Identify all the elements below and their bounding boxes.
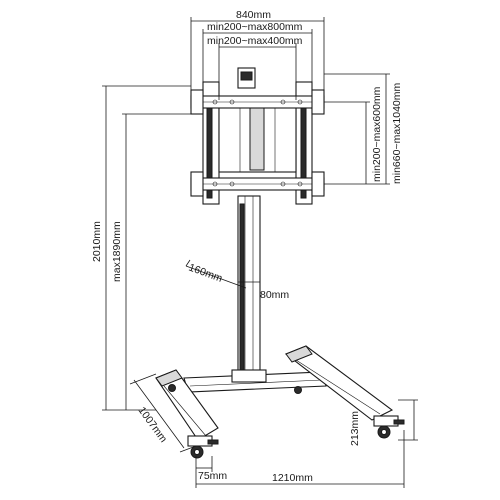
caster-left [187, 435, 219, 459]
base-depth-label: 1007mm [136, 405, 170, 445]
column-depth-label: 160mm [187, 262, 224, 285]
column-width-label: 80mm [260, 289, 289, 301]
base [155, 345, 405, 459]
vesa-width-outer-label: min200~max800mm [207, 21, 303, 33]
total-height-label: 2010mm [91, 221, 103, 262]
caster-right [373, 415, 405, 439]
caster-rear [168, 384, 302, 394]
mount-height-range-label: min660~max1040mm [391, 82, 403, 184]
vesa-mount-bracket [190, 67, 325, 205]
foot-height-label: 213mm [349, 411, 361, 446]
caster-offset-label: 75mm [198, 470, 227, 482]
max-height-label: max1890mm [111, 221, 123, 282]
base-width-label: 1210mm [272, 472, 313, 484]
dimension-lines [102, 17, 418, 488]
vesa-width-inner-label: min200~max400mm [207, 35, 303, 47]
vesa-height-label: min200~max600mm [371, 86, 383, 182]
overall-width-label: 840mm [236, 9, 271, 21]
